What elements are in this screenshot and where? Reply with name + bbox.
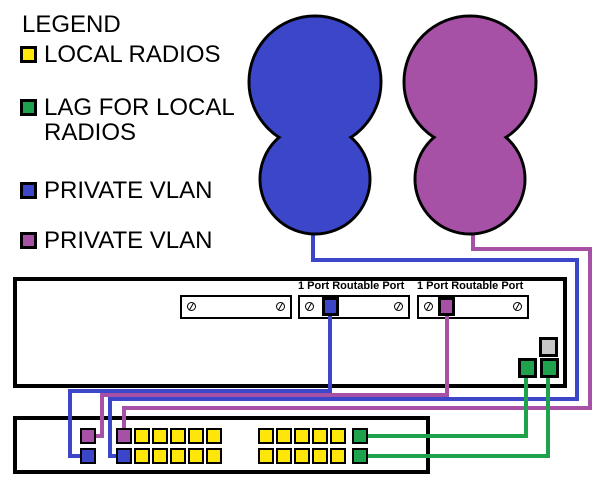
port-lag (352, 428, 368, 444)
port-local-radio (294, 428, 310, 444)
port-routable-purple (438, 297, 455, 316)
port-private-vlan-blue (80, 448, 96, 464)
port-local-radio (330, 448, 346, 464)
legend-item-local-radios-label: LOCAL RADIOS (44, 41, 221, 68)
port-local-radio (258, 448, 274, 464)
screw-icon (424, 302, 433, 311)
screw-icon (187, 302, 196, 311)
port-local-radio (258, 428, 274, 444)
legend-item-private-vlan-purple-swatch-icon (20, 232, 37, 249)
module-3-label: 1 Port Routable Port (417, 280, 524, 292)
private-vlan-blue-cloud (247, 14, 383, 236)
module-slot-1 (180, 295, 292, 319)
port-local-radio (312, 448, 328, 464)
screw-icon (305, 302, 314, 311)
legend-title: LEGEND (22, 11, 121, 38)
port-local-radio (330, 428, 346, 444)
legend-item-local-radios-swatch-icon (20, 46, 37, 63)
wire-blue-routable-port-to-switch (68, 308, 332, 458)
port-local-radio (206, 448, 222, 464)
wire-lag-2 (358, 368, 550, 458)
port-lag-1 (518, 358, 537, 378)
port-private-vlan-purple (116, 428, 132, 444)
port-local-radio (206, 428, 222, 444)
screw-icon (513, 302, 522, 311)
module-slot-3 (417, 295, 529, 319)
port-local-radio (134, 448, 150, 464)
legend-item-lag-label: LAG FOR LOCAL RADIOS (44, 94, 234, 146)
private-vlan-blue-cloud-circle (250, 17, 380, 147)
port-routable-blue (322, 297, 339, 316)
port-private-vlan-blue (116, 448, 132, 464)
port-local-radio (188, 448, 204, 464)
port-local-radio (276, 428, 292, 444)
legend-item-private-vlan-blue-label: PRIVATE VLAN (44, 177, 213, 204)
private-vlan-purple-cloud-circle (416, 125, 524, 233)
legend-item-private-vlan-blue: PRIVATE VLAN (20, 178, 249, 203)
port-private-vlan-purple (80, 428, 96, 444)
wire-blue-cloud-to-switch (108, 220, 579, 458)
legend-item-private-vlan-purple: PRIVATE VLAN (20, 228, 249, 253)
wire-lag-1 (358, 368, 528, 438)
legend-item-lag: LAG FOR LOCAL RADIOS (20, 95, 249, 145)
legend-item-local-radios: LOCAL RADIOS (20, 42, 249, 67)
port-local-radio (170, 428, 186, 444)
private-vlan-blue-cloud-circle (261, 125, 369, 233)
switch-chassis (13, 416, 430, 474)
wire-purple-routable-port-to-switch (88, 308, 449, 438)
wire-purple-cloud-to-switch (122, 220, 592, 436)
port-local-radio (134, 428, 150, 444)
port-local-radio (170, 448, 186, 464)
port-lag (352, 448, 368, 464)
port-local-radio (312, 428, 328, 444)
module-slot-2 (298, 295, 410, 319)
port-lag-2 (540, 358, 559, 378)
private-vlan-purple-cloud (402, 14, 538, 236)
legend-item-lag-swatch-icon (20, 99, 37, 116)
port-local-radio (276, 448, 292, 464)
port-local-radio (294, 448, 310, 464)
port-local-radio (188, 428, 204, 444)
module-2-label: 1 Port Routable Port (298, 280, 405, 292)
screw-icon (394, 302, 403, 311)
port-uplink-gray (539, 337, 558, 357)
legend-item-private-vlan-purple-label: PRIVATE VLAN (44, 227, 213, 254)
screw-icon (276, 302, 285, 311)
private-vlan-purple-cloud-circle (405, 17, 535, 147)
port-local-radio (152, 448, 168, 464)
legend-item-private-vlan-blue-swatch-icon (20, 182, 37, 199)
port-local-radio (152, 428, 168, 444)
